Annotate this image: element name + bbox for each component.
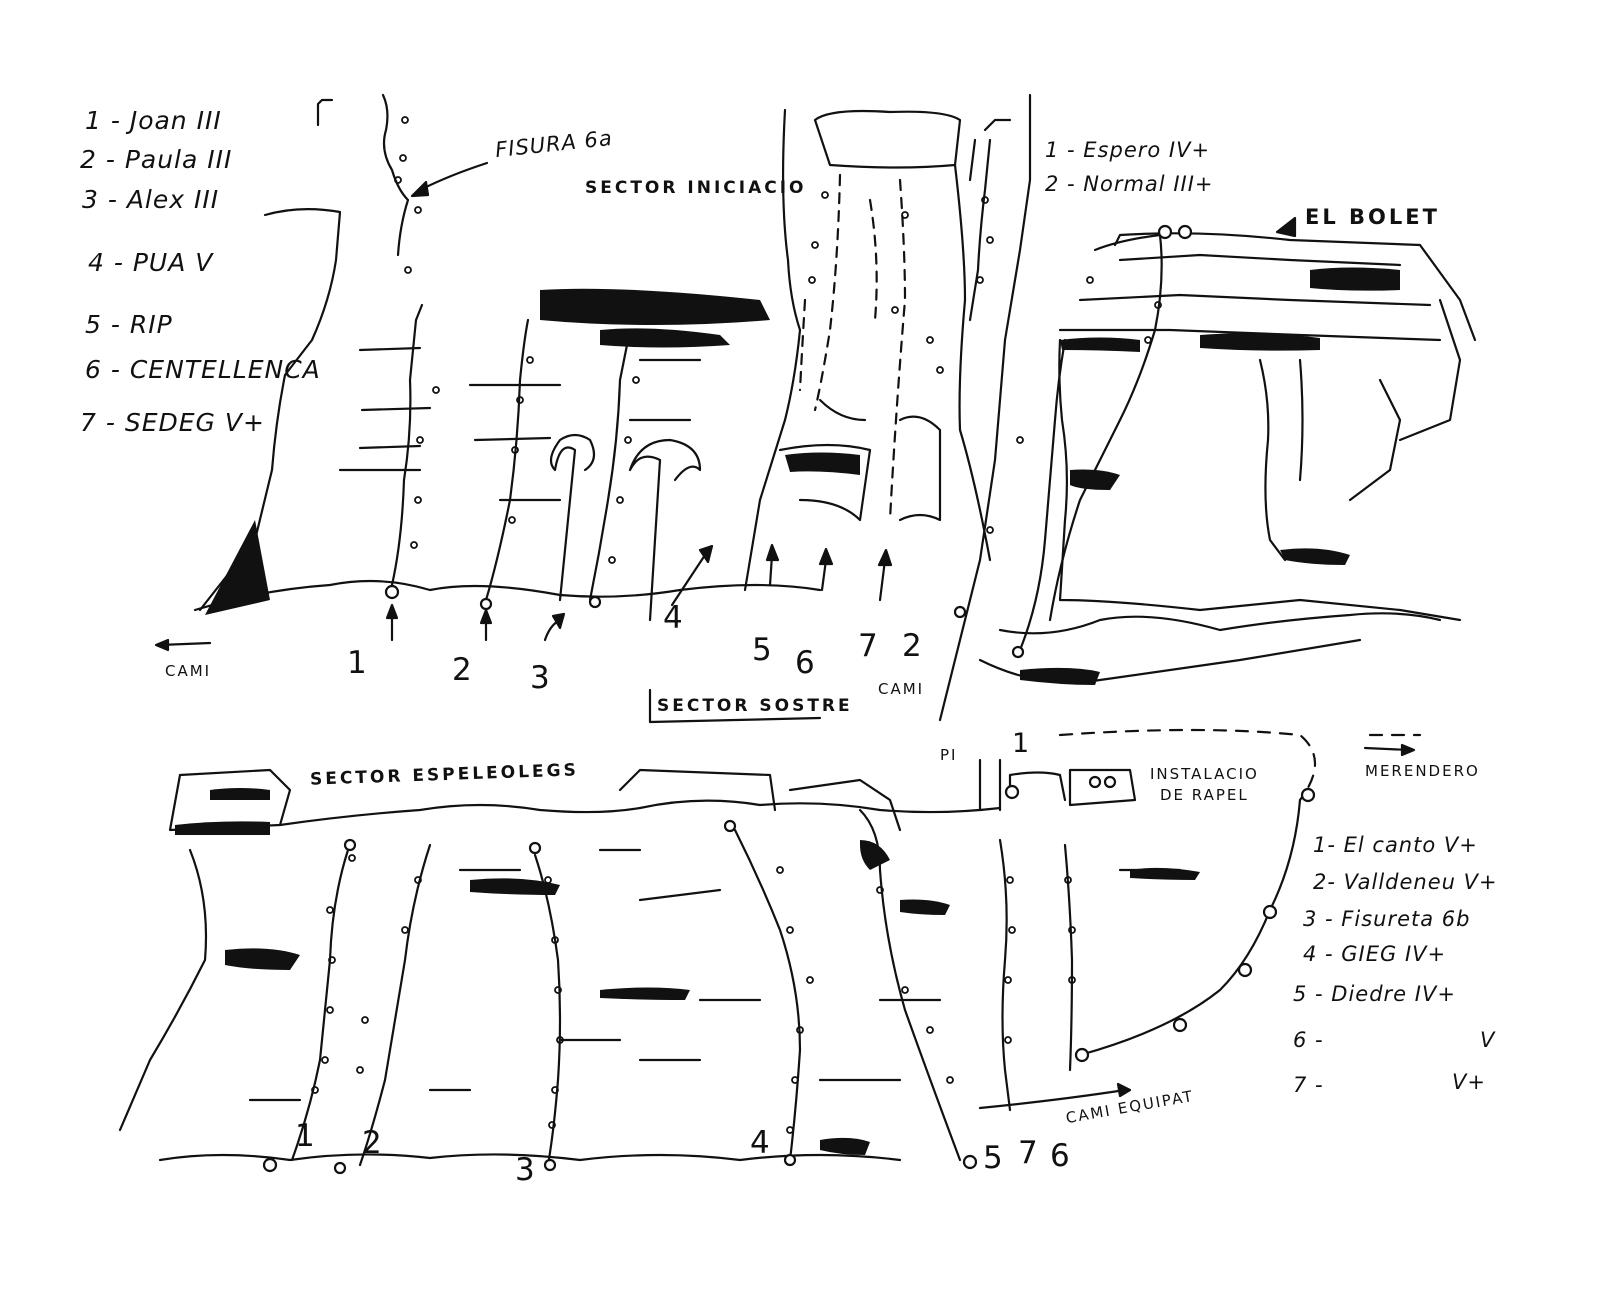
tree-mid: [628, 438, 702, 622]
tree-left: [549, 433, 596, 602]
legend-bottom-right-6: 6 -: [1293, 1028, 1324, 1052]
legend-top-left-6: 6 - CENTELLENCA: [85, 355, 321, 384]
route-line-top-1: [390, 303, 424, 587]
rapel-route-line: [1078, 798, 1302, 1057]
route-dashed-7: [813, 173, 842, 412]
legend-top-left-4: 4 - PUA V: [88, 248, 214, 277]
route-number-bottom-7: 7: [1018, 1135, 1039, 1171]
route-line-bottom-5: [858, 808, 962, 1162]
route-number-top-7: 7: [858, 628, 879, 664]
cami-equipat-arrow: [978, 1088, 1127, 1110]
bolet-roof: [1113, 232, 1477, 342]
route-number-bottom-1: 1: [295, 1118, 316, 1154]
fisura-arrow: [418, 161, 489, 192]
bottom-block-mid: [618, 768, 777, 812]
tower-outline-left: [743, 108, 802, 592]
label-merendero: MERENDERO: [1365, 762, 1480, 780]
route-number-bottom-6: 6: [1050, 1138, 1071, 1174]
label-pi: PI: [940, 746, 958, 764]
route-number-bottom-4: 4: [750, 1125, 771, 1161]
legend-bottom-right-5: 5 - Diedre IV+: [1293, 982, 1456, 1006]
label-cami-mid: CAMI: [878, 680, 925, 698]
route-number-bottom-3: 3: [515, 1152, 536, 1188]
bottom-left-face: [118, 848, 208, 1132]
label-de-rapel: DE RAPEL: [1160, 786, 1249, 804]
route-number-top-6: 6: [795, 645, 816, 681]
legend-top-right-2: 2 - Normal III+: [1045, 172, 1214, 196]
bottom-ground: [158, 1153, 902, 1162]
label-pi-number: 1: [1012, 728, 1031, 759]
fisura-crack: [381, 93, 410, 257]
route-line-normal: [1018, 338, 1067, 652]
el-bolet-marker: [1275, 216, 1297, 238]
route-dashed-2: [888, 178, 907, 522]
legend-bottom-right-3: 3 - Fisureta 6b: [1303, 907, 1471, 931]
route-line-bottom-1: [290, 848, 350, 1162]
bolt: [401, 116, 409, 124]
belay-ring: [384, 584, 400, 600]
label-cami-left: CAMI: [165, 662, 212, 680]
route-line-bottom-3: [533, 853, 562, 1167]
route-number-bottom-2: 2: [362, 1125, 383, 1161]
route-line-bolet: [1048, 233, 1163, 622]
label-el-bolet: EL BOLET: [1305, 205, 1440, 229]
route-line-bottom-4: [733, 828, 802, 1162]
bolet-pillar: [1258, 358, 1304, 562]
cliff-ground-top: [193, 579, 822, 612]
legend-bottom-right-7: 7 -: [1293, 1073, 1324, 1097]
legend-top-left-5: 5 - RIP: [85, 310, 173, 339]
legend-top-left-3: 3 - Alex III: [82, 185, 220, 214]
legend-bottom-right-1: 1- El canto V+: [1313, 833, 1478, 857]
legend-bottom-right-4: 4 - GIEG IV+: [1303, 942, 1447, 966]
legend-bottom-right-7-grade: V+: [1452, 1070, 1486, 1094]
label-instalacio: INSTALACIO: [1150, 765, 1259, 783]
route-number-top-normal: 2: [902, 628, 923, 664]
trail-dashed: [1058, 728, 1317, 802]
fisura-top-hook: [316, 98, 334, 127]
route-line-bottom-2: [358, 843, 432, 1167]
route-number-top-5: 5: [752, 632, 773, 668]
label-sector-iniciacio: SECTOR INICIACIO: [585, 178, 807, 198]
route-number-top-1: 1: [347, 645, 368, 681]
legend-top-left-2: 2 - Paula III: [80, 145, 233, 174]
route-number-bottom-5: 5: [983, 1140, 1004, 1176]
legend-top-left-1: 1 - Joan III: [85, 106, 222, 135]
divider-line-top: [938, 93, 1032, 722]
rapel-box: [1008, 771, 1067, 802]
ground-right-top: [998, 612, 1442, 635]
route-number-top-2: 2: [452, 652, 473, 688]
bottom-skyline: [278, 799, 1002, 827]
label-sector-sostre: SECTOR SOSTRE: [657, 696, 853, 716]
route-number-top-3: 3: [530, 660, 551, 696]
legend-top-left-7: 7 - SEDEG V+: [80, 408, 265, 437]
fisura-arrowhead: [410, 180, 430, 198]
bolet-face: [1058, 338, 1462, 622]
legend-top-right-1: 1 - Espero IV+: [1045, 138, 1211, 162]
tower-outline-right: [953, 163, 992, 562]
cliff-outline-left: [198, 208, 342, 612]
route-number-top-4: 4: [663, 600, 684, 636]
route-line-top-2: [484, 318, 530, 602]
bottom-block-right: [788, 778, 902, 832]
tower-overhang: [778, 443, 872, 522]
route-line-top-3: [588, 338, 630, 602]
tower-top: [813, 109, 962, 169]
legend-bottom-right-2: 2- Valldeneu V+: [1313, 870, 1498, 894]
legend-bottom-right-6-grade: V: [1480, 1028, 1496, 1052]
block-espeleolegs-top: [168, 768, 292, 832]
